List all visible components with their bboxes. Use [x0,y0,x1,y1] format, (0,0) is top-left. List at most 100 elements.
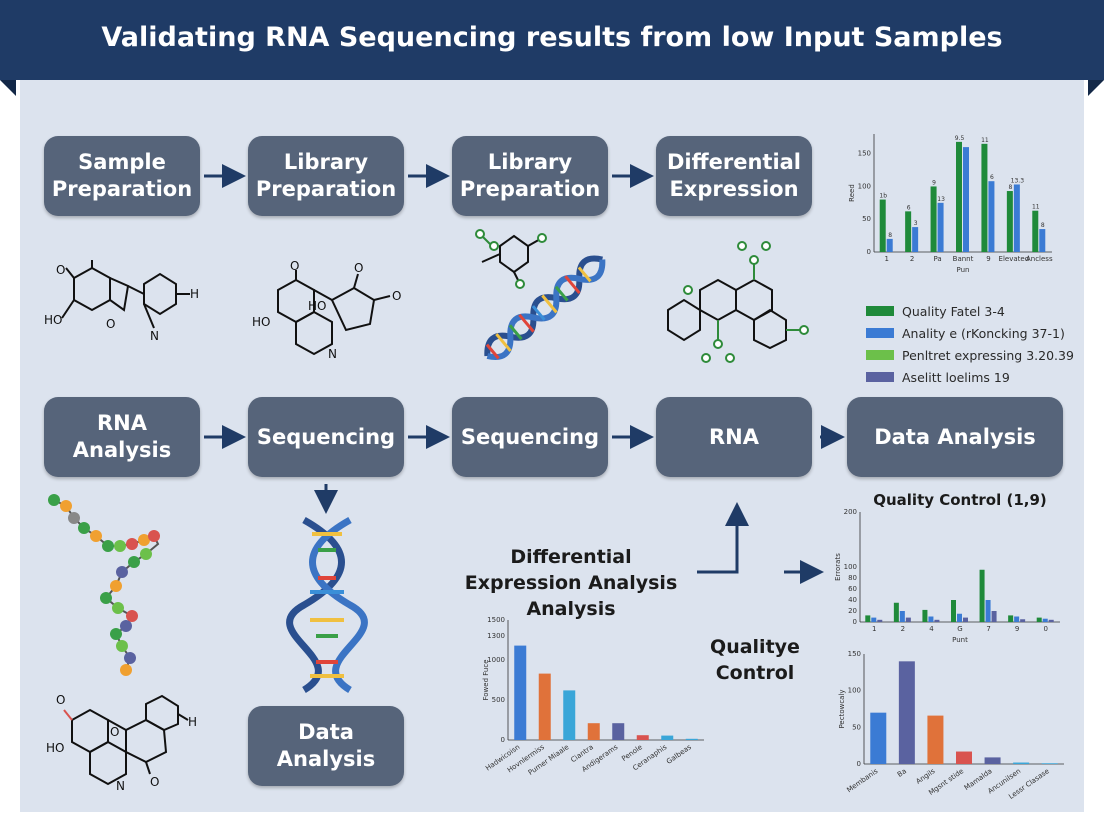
bar [1014,616,1020,622]
molecule-label: O [106,317,115,331]
bar [1036,617,1042,622]
molecule-label: O [354,261,363,275]
molecule-1: O HO O N H [44,260,199,343]
bar [865,615,871,622]
x-tick-label: 4 [929,625,934,633]
bar [1041,763,1058,764]
bar [538,673,551,740]
y-tick-label: 60 [848,585,857,593]
bar [1048,619,1054,622]
chart-top-right: 0501001501b81632913Pa9.5Bannt1169813.3El… [848,134,1053,274]
bar [934,619,940,622]
y-tick-label: 1000 [487,656,505,664]
bar [685,738,698,740]
y-tick-label: 80 [848,574,857,582]
y-axis-label: Fowed Fuce [482,660,490,701]
bar [1042,618,1048,622]
y-tick-label: 20 [848,607,857,615]
x-tick-label: 9 [1015,625,1019,633]
bar [930,186,937,252]
x-tick-label: Ancless [1026,255,1053,263]
node-library-preparation-1: Library Preparation [248,136,404,216]
y-tick-label: 50 [862,215,871,223]
y-tick-label: 100 [848,687,861,695]
y-axis-label: Pectowcaly [838,689,846,728]
bar [991,611,997,622]
x-tick-label: 0 [1043,625,1047,633]
bar-data-label: 8 [888,232,892,239]
bar-data-label: 3 [914,220,918,227]
bar [871,617,877,622]
x-tick-label: Ba [896,767,908,779]
node-data-analysis-2: Data Analysis [248,706,404,786]
y-tick-label: 0 [853,618,857,626]
bar [636,735,649,740]
bar [587,723,600,740]
bar [988,181,995,252]
bar [957,613,962,622]
y-tick-label: 50 [852,723,861,731]
node-library-preparation-2: Library Preparation [452,136,608,216]
title-banner [0,0,1104,80]
chart-title-quality-control: Quality Control (1,9) [873,491,1047,509]
bar-data-label: 11 [981,137,989,144]
y-tick-label: 0 [857,760,861,768]
y-tick-label: 500 [492,696,505,704]
bar-data-label: 1b [879,193,887,200]
bar-data-label: 6 [907,204,911,211]
bar-data-label: 11 [1032,204,1040,211]
y-tick-label: 1500 [487,616,505,624]
x-tick-label: 9 [986,255,990,263]
dna-helix-1 [484,255,606,360]
bar [956,141,962,252]
legend-swatch [866,350,894,360]
y-tick-label: 40 [848,596,857,604]
bar-data-label: 13 [937,196,945,203]
bar [963,147,969,252]
x-tick-label: Galbeas [665,743,693,766]
x-tick-label: 1 [884,255,888,263]
bar [963,617,968,622]
bar [1032,210,1039,252]
molecule-5: O H HO O N O [46,693,197,793]
molecule-label: HO [308,299,326,313]
dna-helix-2 [286,516,368,693]
banner-fold-left [0,80,16,96]
legend-swatch [866,306,894,316]
molecule-label: O [56,263,65,277]
x-tick-label: 2 [901,625,905,633]
molecule-3 [475,229,547,289]
bar [870,712,887,764]
y-tick-label: 100 [858,182,871,190]
bar [956,751,972,764]
y-tick-label: 200 [844,508,857,516]
bar [661,735,674,740]
y-axis-label: Errorats [834,553,842,581]
bar [1013,762,1030,764]
node-sample-preparation: Sample Preparation [44,136,200,216]
legend-label: Penltret expressing 3.20.39 [902,347,1074,363]
x-tick-label: Angils [915,767,937,786]
x-tick-label: G [957,625,962,633]
x-axis-label: Punt [952,636,968,644]
legend-label: Quality Fatel 3-4 [902,303,1005,319]
legend-label: Aselitt loelims 19 [902,369,1010,385]
molecule-label: N [150,329,159,343]
y-tick-label: 150 [858,150,871,158]
x-tick-label: Bannt [953,255,974,263]
bar [514,645,527,740]
molecule-label: O [110,725,119,739]
legend-label: Anality e (rKoncking 37-1) [902,325,1065,341]
bar [899,611,905,622]
molecule-label: HO [46,741,64,755]
molecule-2: O HO O HO O N [252,259,401,361]
bar [927,715,944,764]
peptide-chain [48,494,160,676]
y-tick-label: 100 [844,563,857,571]
chart-bottom-center: 0500100015001300HadwicoisnHovnlermissPum… [482,616,704,777]
bar [1039,229,1046,252]
node-data-analysis-1: Data Analysis [847,397,1063,477]
